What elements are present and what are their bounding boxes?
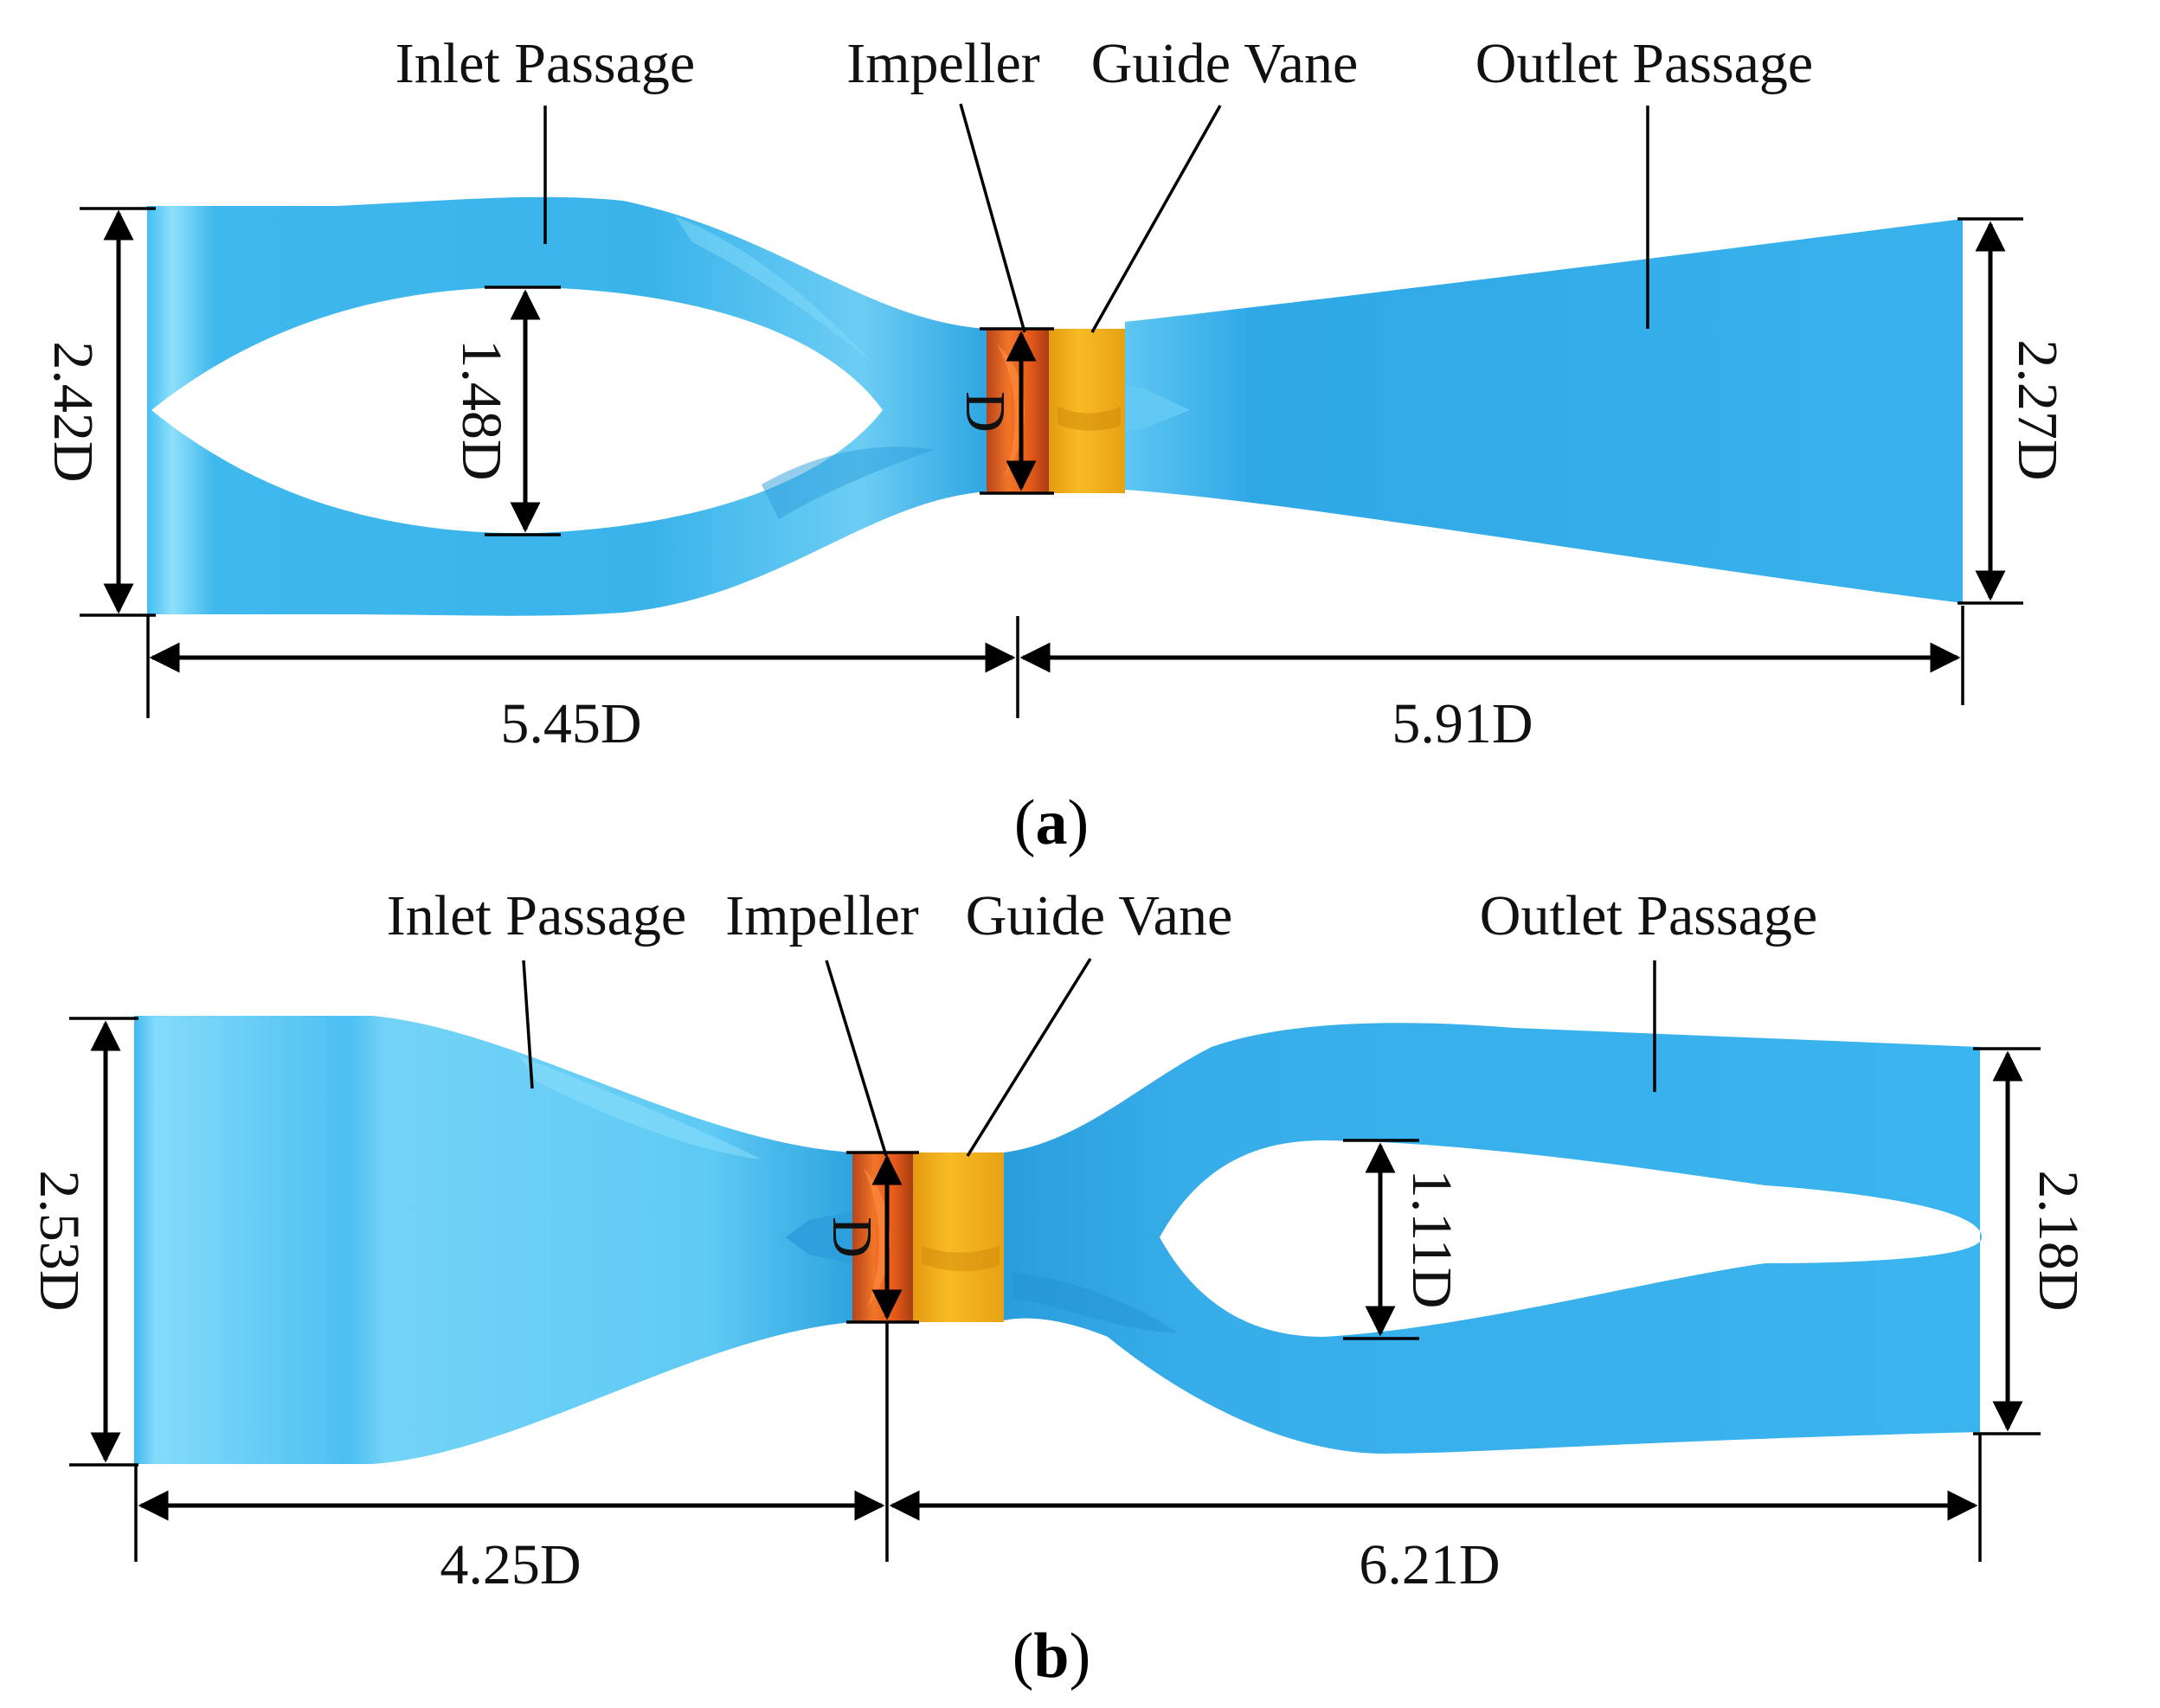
guide-vane-b xyxy=(913,1153,1004,1322)
outlet-shadow-b xyxy=(1012,1272,1177,1332)
dim-outlet-length-a: 5.91D xyxy=(1392,692,1533,755)
label-inlet-passage-b: Inlet Passage xyxy=(387,884,686,947)
dim-outlet-height-a: 2.27D xyxy=(2006,339,2069,480)
guide-vane-blade-a xyxy=(1058,407,1121,431)
dim-outlet-height-b: 2.18D xyxy=(2027,1170,2090,1311)
outlet-passage-b xyxy=(1004,1023,1982,1454)
label-guide-vane-b: Guide Vane xyxy=(966,884,1233,947)
dim-inlet-length-b: 4.25D xyxy=(440,1533,581,1596)
label-guide-vane-a: Guide Vane xyxy=(1091,32,1359,95)
label-impeller-b: Impeller xyxy=(725,884,919,947)
dim-inner-gap-b: 1.11D xyxy=(1400,1170,1463,1309)
dim-inlet-length-a: 5.45D xyxy=(500,692,641,755)
inlet-passage-a xyxy=(147,196,987,616)
inlet-highlight-a xyxy=(675,216,874,363)
hub-cone-b xyxy=(786,1211,852,1263)
dim-impeller-diameter-b: D xyxy=(820,1217,884,1258)
dim-outlet-length-b: 6.21D xyxy=(1359,1533,1500,1596)
caption-b: (b) xyxy=(1012,1621,1090,1692)
dim-inner-gap-a: 1.48D xyxy=(450,339,513,480)
label-outlet-passage-b: Outlet Passage xyxy=(1480,884,1817,947)
caption-a: (a) xyxy=(1014,787,1089,858)
dim-impeller-diameter-a: D xyxy=(954,391,1017,433)
guide-vane-blade-b xyxy=(922,1246,1000,1272)
inlet-highlight-b xyxy=(519,1056,762,1159)
dim-inlet-height-b: 2.53D xyxy=(28,1170,91,1311)
diagram-b: 2.53D D 1.11D 2.18D 4.25D 6.21D Inlet Pa… xyxy=(28,884,2090,1692)
diagram-a: 2.42D 1.48D D 2.27D 5.45D 5.91D Inlet Pa… xyxy=(42,32,2069,858)
inlet-passage-b xyxy=(134,1016,852,1464)
outlet-passage-a xyxy=(1125,219,1963,603)
label-impeller-a: Impeller xyxy=(846,32,1040,95)
label-inlet-passage-a: Inlet Passage xyxy=(395,32,695,95)
dim-inlet-height-a: 2.42D xyxy=(42,341,105,482)
inlet-shadow-a xyxy=(762,446,935,519)
label-outlet-passage-a: Outlet Passage xyxy=(1475,32,1813,95)
